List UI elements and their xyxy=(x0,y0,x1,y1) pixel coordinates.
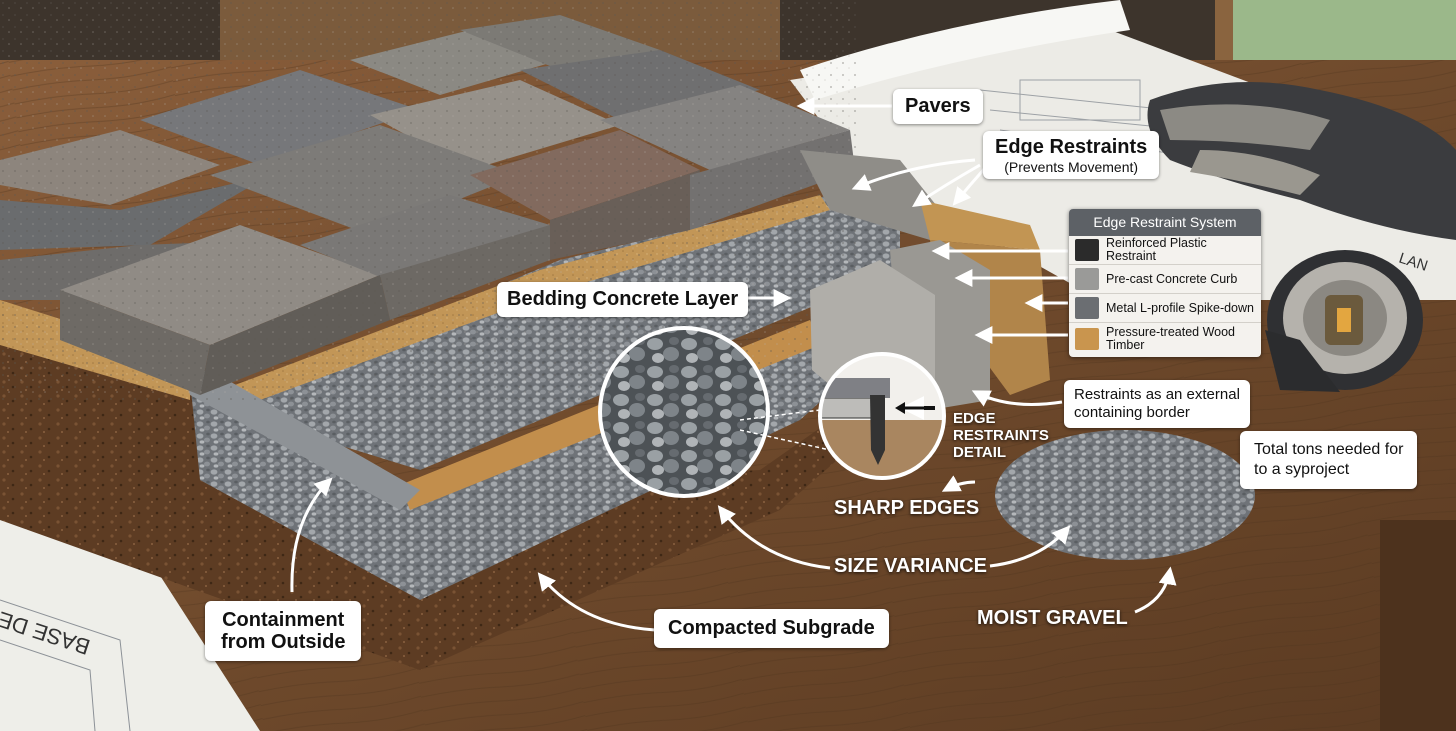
containment-line1: Containment xyxy=(222,609,345,631)
sharp-edges-label: SHARP EDGES xyxy=(834,497,980,519)
moist-gravel-label: MOIST GRAVEL xyxy=(977,607,1128,629)
edge-restraints-title: Edge Restraints xyxy=(995,136,1148,158)
legend-title: Edge Restraint System xyxy=(1069,209,1261,236)
legend-swatch xyxy=(1075,239,1099,261)
legend-item: Reinforced Plastic Restraint xyxy=(1069,236,1261,265)
edge-restraint-legend: Edge Restraint System Reinforced Plastic… xyxy=(1069,209,1261,357)
edge-detail-line2: RESTRAINTS xyxy=(953,427,1049,444)
total-tons-line2: to a syproject xyxy=(1254,461,1350,478)
containment-line2: from Outside xyxy=(221,631,346,653)
gravel-magnifier xyxy=(598,326,831,498)
legend-item: Pre-cast Concrete Curb xyxy=(1069,265,1261,294)
restraints-border-line2: containing border xyxy=(1074,404,1190,421)
legend-item-label: Metal L-profile Spike-down xyxy=(1106,300,1254,315)
restraints-border-label: Restraints as an external containing bor… xyxy=(1064,380,1250,428)
legend-item-label: Pre-cast Concrete Curb xyxy=(1106,271,1238,286)
blueprint-bottom-lines xyxy=(0,599,131,731)
edge-detail-line1: EDGE xyxy=(953,410,996,427)
rolled-paper xyxy=(800,0,1130,100)
metal-edge-left xyxy=(185,370,420,510)
total-tons-line1: Total tons needed for xyxy=(1254,441,1404,458)
legend-swatch xyxy=(1075,297,1099,319)
pavers-label: Pavers xyxy=(893,89,983,124)
tape-measure xyxy=(1265,250,1423,392)
legend-swatch xyxy=(1075,268,1099,290)
edge-restraints-note: (Prevents Movement) xyxy=(1004,159,1139,175)
total-tons-label: Total tons needed for to a syproject xyxy=(1240,431,1418,489)
legend-item: Metal L-profile Spike-down xyxy=(1069,294,1261,323)
restraints-border-line1: Restraints as an external xyxy=(1074,386,1240,403)
size-variance-label: SIZE VARIANCE xyxy=(834,555,987,577)
legend-item-label: Reinforced Plastic Restraint xyxy=(1106,236,1207,263)
legend-item: Pressure-treated Wood Timber xyxy=(1069,323,1261,355)
edge-detail-line3: DETAIL xyxy=(953,444,1007,461)
table-leg xyxy=(1380,520,1456,731)
edge-detail-label: EDGE RESTRAINTS DETAIL xyxy=(953,410,1049,461)
compacted-subgrade-label: Compacted Subgrade xyxy=(654,609,889,648)
containment-label: Containment from Outside xyxy=(205,601,362,661)
edge-restraints-label: Edge Restraints (Prevents Movement) xyxy=(983,131,1160,179)
legend-item-label: Pressure-treated Wood Timber xyxy=(1106,325,1235,352)
leader-arrows xyxy=(290,97,1177,632)
legend-swatch xyxy=(1075,328,1099,350)
bedding-layer-label: Bedding Concrete Layer xyxy=(497,282,749,317)
work-gloves xyxy=(1147,82,1456,240)
